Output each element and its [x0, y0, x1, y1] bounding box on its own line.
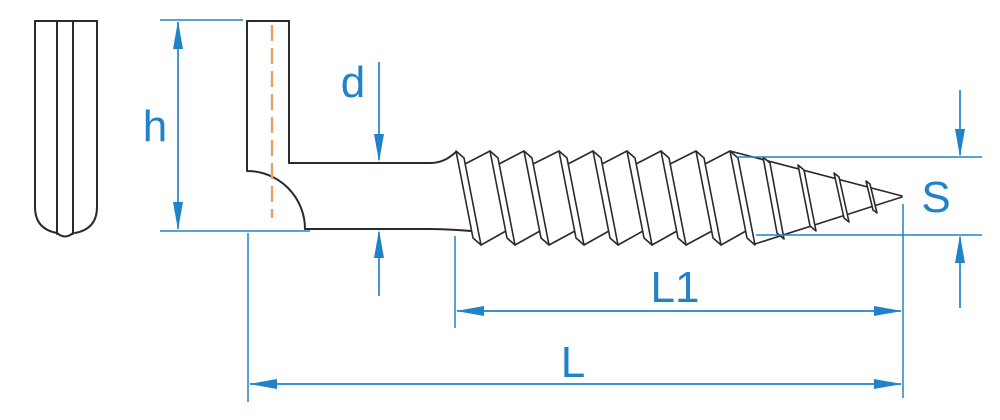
thread-crest [489, 150, 516, 246]
dim-label-L: L [561, 338, 585, 387]
screw-thread [455, 150, 903, 246]
thread-crest-taper [762, 156, 785, 240]
arrow-down [173, 202, 183, 230]
hook-body [246, 20, 472, 232]
dimension-h: h [143, 19, 310, 232]
arrow-right [874, 379, 902, 389]
dim-label-S: S [921, 173, 950, 222]
dim-label-h: h [143, 102, 167, 151]
dimension-L: L [247, 233, 902, 402]
thread-crest-taper [833, 172, 850, 223]
dim-label-d: d [341, 58, 365, 107]
arrow-up [173, 21, 183, 49]
arrow-down [955, 129, 965, 157]
thread-crest-taper [797, 164, 817, 232]
thread-crest [558, 150, 585, 246]
dimension-S: S [737, 90, 982, 308]
thread-crest-taper [865, 180, 878, 214]
dimension-L1: L1 [454, 204, 904, 398]
thread-crest [455, 150, 482, 246]
arrow-left [249, 379, 277, 389]
thread-crest [626, 150, 653, 246]
arrow-down [374, 134, 384, 162]
thread-top-connectors [464, 150, 731, 165]
thread-crest [695, 150, 722, 246]
dimension-d: d [341, 58, 384, 296]
arrow-up [955, 235, 965, 263]
dim-label-L1: L1 [651, 263, 700, 312]
side-view-cylinder [34, 20, 98, 238]
arrow-right [874, 306, 902, 316]
thread-crest [592, 150, 619, 246]
thread-bottom-connectors [480, 230, 747, 246]
arrow-up [374, 230, 384, 258]
thread-crest [523, 150, 550, 246]
thread-crest [729, 150, 756, 246]
thread-crest [660, 150, 687, 246]
arrow-left [456, 306, 484, 316]
